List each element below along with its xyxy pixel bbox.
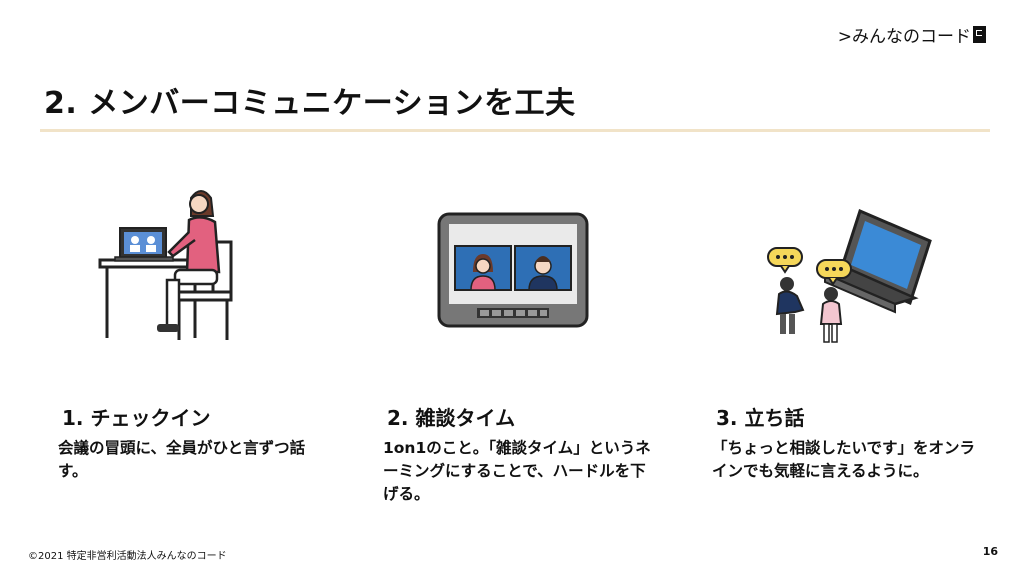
item-heading: 3. 立ち話 — [716, 406, 805, 430]
logo-text: >みんなのコード — [837, 26, 971, 47]
item-checkin: 1. チェックイン 会議の冒頭に、全員がひと言ずつ話す。 — [58, 402, 328, 483]
slide-title: 2. メンバーコミュニケーションを工夫 — [44, 86, 576, 121]
item-chat-time: 2. 雑談タイム 1on1のこと。「雑談タイム」というネーミングにすることで、ハ… — [383, 402, 653, 506]
item-heading: 2. 雑談タイム — [387, 406, 516, 430]
item-description: 1on1のこと。「雑談タイム」というネーミングにすることで、ハードルを下げる。 — [383, 439, 651, 503]
logo-mark-icon — [973, 25, 986, 43]
item-heading: 1. チェックイン — [62, 406, 211, 430]
video-call-illustration-icon — [437, 212, 589, 328]
standing-chat-illustration-icon — [767, 208, 932, 343]
page-number: 16 — [982, 545, 998, 558]
copyright-text: ©2021 特定非営利活動法人みんなのコード — [28, 551, 227, 562]
item-standing-chat: 3. 立ち話 「ちょっと相談したいです」をオンラインでも気軽に言えるように。 — [712, 402, 982, 483]
checkin-illustration-icon — [98, 190, 233, 340]
item-description: 会議の冒頭に、全員がひと言ずつ話す。 — [58, 439, 306, 480]
title-divider — [40, 129, 990, 132]
item-description: 「ちょっと相談したいです」をオンラインでも気軽に言えるように。 — [712, 439, 976, 480]
brand-logo: >みんなのコード — [837, 22, 986, 47]
